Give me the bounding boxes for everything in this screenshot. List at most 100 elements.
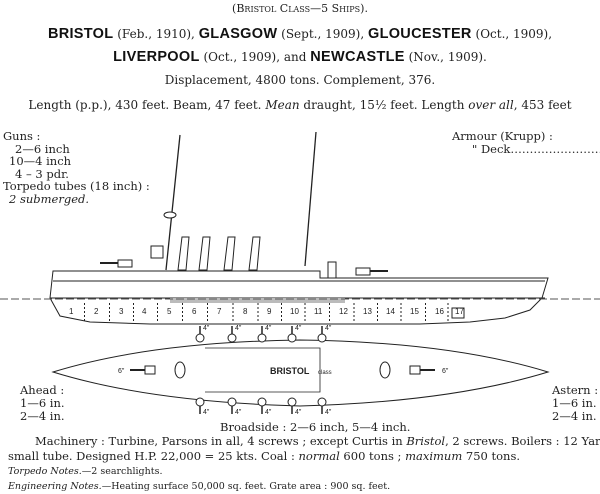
plan-label: BRISTOL — [270, 366, 310, 376]
ship-name: GLOUCESTER — [367, 26, 472, 42]
torpedo-notes-text: —2 searchlights. — [81, 466, 163, 477]
draught: draught, 15½ feet. Length — [299, 98, 469, 112]
coal-normal: 600 tons ; — [339, 449, 406, 463]
astern-item: 2—4 in. — [552, 409, 597, 423]
gun-label-4in: 4" — [295, 325, 302, 332]
ship-name: LIVERPOOL — [113, 49, 200, 65]
compartment-number: 3 — [119, 307, 124, 316]
torpedo-title: Torpedo tubes (18 inch) : — [3, 179, 150, 193]
gun-item: 2—6 inch — [15, 141, 70, 156]
compartment-number: 5 — [167, 307, 172, 316]
coal-maximum: 750 tons. — [462, 449, 521, 463]
compartment-number: 9 — [267, 307, 272, 316]
compartment-number: 1 — [69, 307, 74, 316]
bridge — [150, 245, 164, 259]
ship-date: (Sept., 1909), — [281, 27, 365, 41]
compartment-number: 12 — [339, 307, 348, 316]
gun-label-4in: 4" — [203, 409, 210, 416]
length-pp: Length (p.p.), 430 feet. Beam, 47 feet. — [28, 98, 262, 112]
searchlight-tower — [327, 261, 337, 279]
gun-label-4in: 4" — [235, 325, 242, 332]
ahead-item: 1—6 in. — [20, 396, 65, 410]
plan-label-class: class — [318, 370, 332, 376]
length-line: Length (p.p.), 430 feet. Beam, 47 feet. … — [0, 98, 600, 112]
compartment-number: 2 — [94, 307, 99, 316]
ship-date: (Oct., 1909), — [203, 50, 281, 64]
foremast — [165, 134, 181, 271]
gun-label-6in: 6" — [118, 368, 125, 375]
torpedo-notes: Torpedo Notes.—2 searchlights. — [8, 465, 162, 479]
plan-mount — [379, 361, 391, 379]
ahead-item: 2—4 in. — [20, 409, 65, 423]
compartment-number: 11 — [314, 307, 323, 316]
mainmast — [304, 131, 317, 267]
gun-item: 10—4 inch — [9, 154, 72, 168]
coal-maximum-word: maximum — [405, 449, 463, 463]
astern-block: Astern : 1—6 in. 2—4 in. — [552, 384, 598, 423]
ahead-title: Ahead : — [20, 383, 65, 397]
gun-label-4in: 4" — [235, 409, 242, 416]
machinery-line-2: small tube. Designed H.P. 22,000 = 25 kt… — [8, 449, 520, 463]
compartment-number: 16 — [435, 307, 444, 316]
machinery-bristol: Bristol — [406, 434, 446, 448]
displacement-line: Displacement, 4800 tons. Complement, 376… — [164, 73, 436, 87]
compartment-number: 13 — [363, 307, 372, 316]
compartment-number: 15 — [410, 307, 419, 316]
ships-line-2: LIVERPOOL (Oct., 1909), and NEWCASTLE (N… — [0, 49, 600, 65]
coal-normal-word: normal — [298, 449, 340, 463]
engineering-notes: Engineering Notes.—Heating surface 50,00… — [8, 480, 390, 494]
broadside: Broadside : 2—6 inch, 5—4 inch. — [220, 420, 411, 434]
armour-deck: " Deck…………………… — [472, 141, 600, 156]
gun-label-6in: 6" — [442, 368, 449, 375]
funnels — [177, 236, 261, 271]
length-oa: , 453 feet — [513, 98, 572, 112]
gun-label-4in: 4" — [203, 325, 210, 332]
machinery-line-1: Machinery : Turbine, Parsons in all, 4 s… — [35, 434, 600, 448]
machinery-hp: small tube. Designed H.P. 22,000 = 25 kt… — [8, 449, 299, 463]
ship-name: GLASGOW — [198, 26, 278, 42]
guns-block: Guns : 2—6 inch 10—4 inch 4 – 3 pdr. Tor… — [3, 130, 150, 205]
compartment-number: 14 — [386, 307, 395, 316]
gun-label-4in: 4" — [295, 409, 302, 416]
plan-mount — [174, 361, 186, 379]
armour-block: Armour (Krupp) : " Deck…………………… — [452, 130, 600, 155]
compartment-number: 17 — [455, 307, 464, 316]
gun-aft — [355, 267, 371, 276]
ship-name: NEWCASTLE — [310, 49, 405, 65]
engineering-notes-label: Engineering Notes. — [8, 481, 102, 492]
gun-item: 4 – 3 pdr. — [15, 166, 69, 181]
astern-title: Astern : — [552, 383, 599, 397]
armour-title: Armour (Krupp) : — [452, 129, 553, 143]
ship-date: (Oct., 1909), — [475, 27, 553, 41]
ship-date: (Feb., 1910), — [117, 27, 195, 41]
class-line: (Bristol Class—5 Ships). — [232, 2, 368, 15]
compartment-number: 6 — [192, 307, 197, 316]
gun-label-4in: 4" — [325, 409, 332, 416]
plan-view — [51, 326, 550, 414]
fighting-top — [163, 211, 177, 219]
profile-view — [0, 131, 600, 325]
gun-label-4in: 4" — [325, 325, 332, 332]
ships-line-1: BRISTOL (Feb., 1910), GLASGOW (Sept., 19… — [0, 26, 600, 42]
torpedo-notes-label: Torpedo Notes. — [8, 466, 82, 477]
compartment-number: 10 — [290, 307, 299, 316]
compartment-number: 8 — [243, 307, 248, 316]
astern-item: 1—6 in. — [552, 396, 597, 410]
ahead-block: Ahead : 1—6 in. 2—4 in. — [20, 384, 65, 423]
gun-label-4in: 4" — [265, 409, 272, 416]
machinery-boilers: , 2 screws. Boilers : 12 Yarrow, — [445, 434, 600, 448]
compartment-number: 7 — [217, 307, 222, 316]
and-word: and — [283, 50, 307, 64]
torpedo-value: 2 submerged. — [9, 191, 90, 206]
gun-label-4in: 4" — [265, 325, 272, 332]
ship-name: BRISTOL — [47, 26, 114, 42]
ship-date: (Nov., 1909). — [408, 50, 487, 64]
compartment-number: 4 — [142, 307, 147, 316]
machinery-text: Machinery : Turbine, Parsons in all, 4 s… — [35, 434, 407, 448]
gun-fwd — [117, 259, 133, 268]
over-all-word: over all — [468, 98, 514, 112]
guns-title: Guns : — [3, 129, 41, 143]
mean-word: Mean — [265, 98, 300, 112]
